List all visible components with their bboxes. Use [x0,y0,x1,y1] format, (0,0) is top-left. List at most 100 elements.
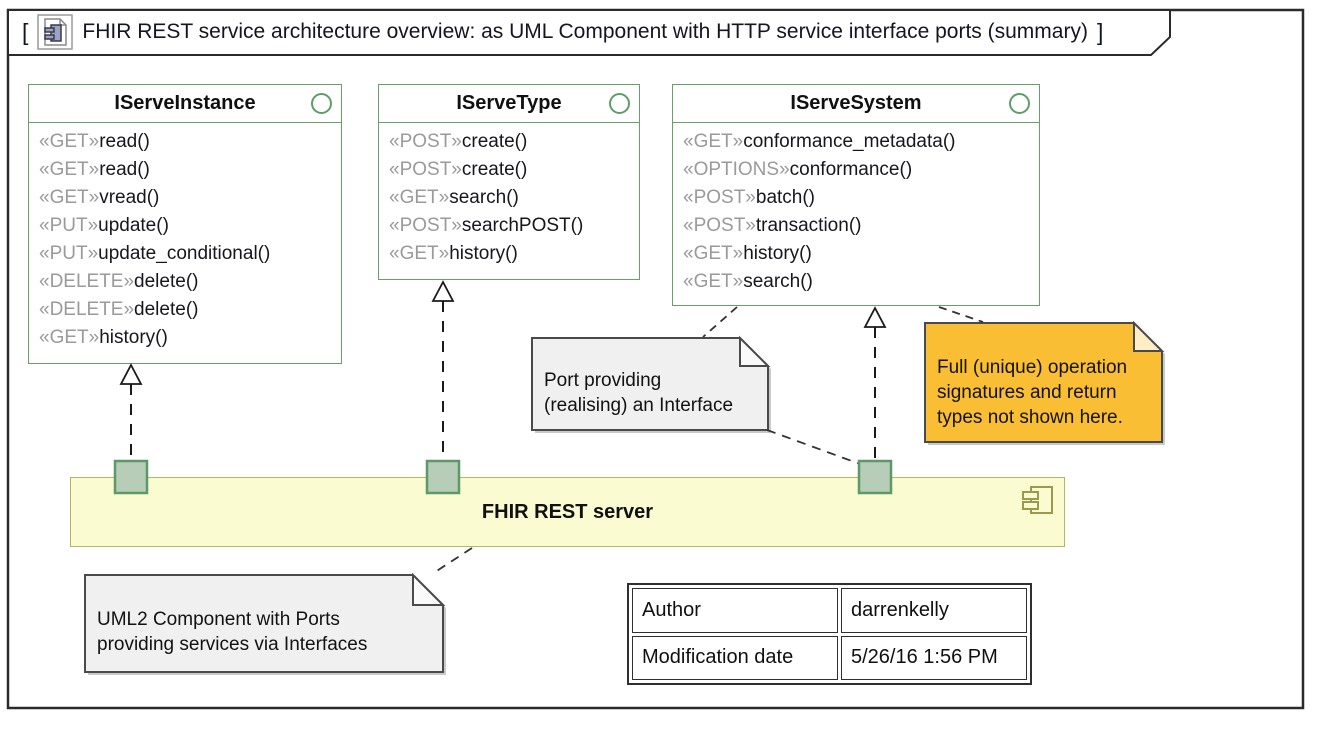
http-method-stereotype: «GET» [39,187,100,208]
http-method-stereotype: «GET» [389,187,450,208]
note-anchor-line [431,547,473,575]
title-open-bracket: [ [22,18,29,45]
lollipop-interface-icon [609,93,630,114]
http-method-stereotype: «GET» [683,271,744,292]
operation-name: vread() [99,187,160,208]
operation: «GET»read() [39,156,331,184]
operation: «PUT»update() [39,212,331,240]
http-method-stereotype: «GET» [389,243,450,264]
operation-name: create() [461,131,528,152]
operation-name: transaction() [755,215,862,236]
realization-connector-iservetype [431,280,455,460]
note-anchor-line [938,306,984,323]
operation-name: conformance_metadata() [743,131,956,152]
port-iserveinstance[interactable] [113,459,149,495]
note-port-providing-text: Port providing (realising) an Interface [544,370,734,416]
operation-name: batch() [755,187,816,208]
note-port-providing[interactable] [531,335,771,431]
operation-name: searchPOST() [461,215,584,236]
frame-title-tab [7,9,1171,56]
operation-list: «GET»read() «GET»read() «GET»vread() «PU… [29,123,341,352]
http-method-stereotype: «POST» [389,215,462,236]
http-method-stereotype: «POST» [683,187,756,208]
operation: «POST»searchPOST() [389,212,629,240]
operation: «DELETE»delete() [39,296,331,324]
operation-name: create() [461,159,528,180]
interface-name: IServeType [456,92,562,114]
http-method-stereotype: «POST» [389,159,462,180]
note-anchor-line [702,306,738,338]
realization-connector-iservesystem [863,306,887,460]
http-method-stereotype: «PUT» [39,243,99,264]
interface-name: IServeInstance [114,92,256,114]
component-name: FHIR REST server [481,500,654,523]
operation: «OPTIONS»conformance() [683,156,1029,184]
uml-component-icon [1022,486,1053,514]
diagram-title: FHIR REST service architecture overview:… [82,20,1088,43]
operation: «PUT»update_conditional() [39,240,331,268]
operation-name: update() [98,215,169,236]
operation-name: search() [449,187,519,208]
lollipop-interface-icon [311,93,332,114]
operation-name: history() [99,327,168,348]
note-uml2-component-text: UML2 Component with Ports providing serv… [97,609,368,655]
http-method-stereotype: «POST» [683,215,756,236]
component-fhir-rest-server[interactable]: FHIR REST server [70,477,1065,547]
operation: «GET»search() [683,268,1029,296]
interface-header: IServeType [379,85,639,123]
port-iservesystem[interactable] [857,459,893,495]
note-signatures-text: Full (unique) operation signatures and r… [937,357,1128,428]
frame-title: [ FHIR REST service architecture overvie… [8,10,1168,54]
note-anchor-line [766,429,861,465]
http-method-stereotype: «GET» [39,159,100,180]
interface-iservesystem[interactable]: IServeSystem «GET» conformance_metadata()… [672,84,1040,306]
http-method-stereotype: «OPTIONS» [683,159,790,180]
http-method-stereotype: «PUT» [39,215,99,236]
operation: «POST»transaction() [683,212,1029,240]
operation-name: delete() [134,271,199,292]
component-diagram-icon [37,14,74,50]
operation-name: delete() [134,299,199,320]
realization-arrowhead-icon [431,280,455,302]
operation: «GET»read() [39,128,331,156]
http-method-stereotype: «GET» [39,327,100,348]
interface-name: IServeSystem [790,92,922,114]
operation: «DELETE»delete() [39,268,331,296]
operation-name: conformance() [789,159,913,180]
note-signatures[interactable] [924,320,1165,443]
diagram-info-table[interactable]: Author darrenkelly Modification date 5/2… [627,583,1032,685]
operation-list: «GET» conformance_metadata() «OPTIONS»con… [673,123,1039,296]
http-method-stereotype: «DELETE» [39,299,135,320]
operation-name: search() [743,271,813,292]
info-table-moddate-label: Modification date [632,635,838,680]
port-iservetype[interactable] [425,459,461,495]
operation: «GET»search() [389,184,629,212]
operation-name: read() [99,131,150,152]
operation: «GET»vread() [39,184,331,212]
title-close-bracket: ] [1096,18,1104,45]
interface-iservetype[interactable]: IServeType «POST»create() «POST»create()… [378,84,640,280]
http-method-stereotype: «GET» [683,243,744,264]
interface-iserveinstance[interactable]: IServeInstance «GET»read() «GET»read() «… [28,84,342,364]
info-table-author-value: darrenkelly [841,588,1027,633]
note-fold-icon [739,335,771,367]
interface-header: IServeInstance [29,85,341,123]
operation: «GET»history() [39,324,331,352]
operation: «POST»create() [389,156,629,184]
http-method-stereotype: «POST» [389,131,462,152]
info-table-moddate-value: 5/26/16 1:56 PM [841,635,1027,680]
operation-list: «POST»create() «POST»create() «GET»searc… [379,123,639,268]
http-method-stereotype: «GET» [39,131,100,152]
note-fold-icon [1133,320,1165,352]
realization-connector-iserveinstance [119,363,143,460]
note-fold-icon [412,572,446,606]
realization-arrowhead-icon [863,306,887,328]
interface-header: IServeSystem [673,85,1039,123]
operation-name: history() [449,243,518,264]
operation: «POST»batch() [683,184,1029,212]
note-uml2-component[interactable] [84,572,446,673]
operation: «GET»history() [683,240,1029,268]
http-method-stereotype: «DELETE» [39,271,135,292]
